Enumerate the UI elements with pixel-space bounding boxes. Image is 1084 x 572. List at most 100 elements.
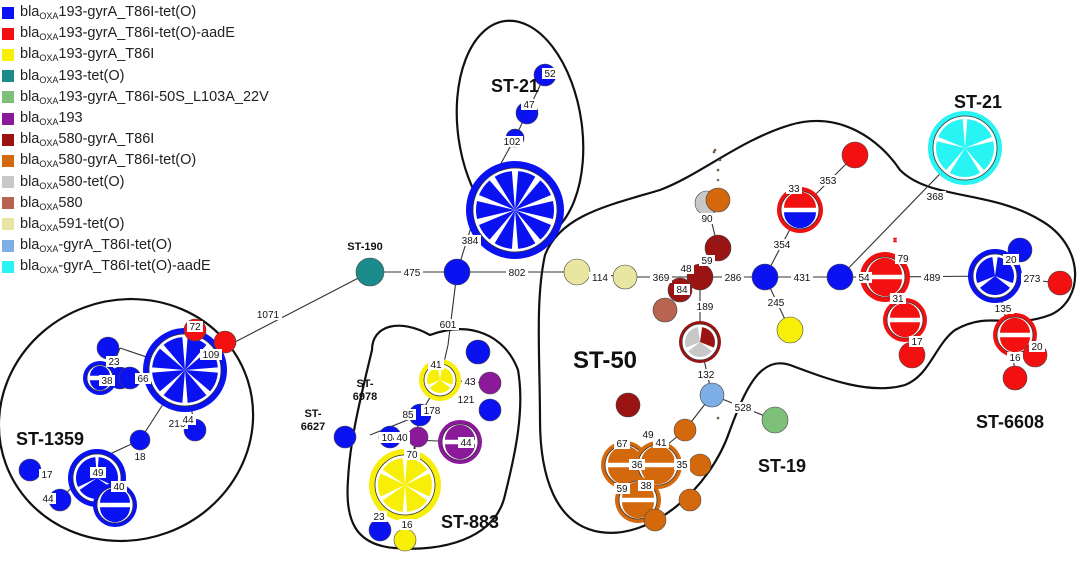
label-bg (428, 359, 444, 370)
isolate-node (407, 426, 429, 448)
isolate-node (612, 264, 638, 290)
edge-label: 40 (113, 482, 125, 493)
edge-label: 104 (382, 433, 399, 444)
legend-swatch (2, 27, 14, 40)
label-bg (40, 493, 56, 504)
isolate-node (678, 488, 702, 512)
label-bg (694, 301, 716, 312)
st50-split-node (777, 187, 823, 233)
legend-swatch (2, 48, 14, 61)
legend-item: blaOXA193-gyrA_T86I (2, 44, 332, 65)
label-bg (437, 319, 459, 330)
st50-mixed-node (679, 321, 721, 363)
legend-swatch (2, 133, 14, 146)
legend-swatch (2, 176, 14, 189)
nodes (18, 63, 1073, 552)
label-bg (678, 263, 694, 274)
isolate-node (1002, 365, 1028, 391)
edge-label: 59 (701, 256, 713, 267)
edge-label: 17 (911, 337, 923, 348)
label-bg (732, 402, 754, 413)
legend-label: blaOXA-gyrA_T86I-tet(O) (20, 237, 172, 255)
label-bg (187, 321, 203, 332)
label-bg (909, 336, 925, 347)
label-bg (650, 272, 672, 283)
label-bg (653, 437, 669, 448)
edge-label: 216 (169, 419, 186, 430)
label-bg (394, 432, 410, 443)
edge (209, 271, 371, 356)
cluster-label: ST-19 (758, 456, 806, 476)
edge-label: 31 (892, 294, 904, 305)
edge-label: 121 (458, 395, 475, 406)
edge-label: 23 (108, 357, 120, 368)
legend-label: blaOXA193-gyrA_T86I (20, 46, 155, 64)
edge-label: 273 (1024, 274, 1041, 285)
edge-label: 431 (794, 273, 811, 284)
edge-label: 85 (402, 410, 414, 421)
isolate-node (776, 316, 804, 344)
isolate-node (716, 178, 720, 182)
isolate-node (718, 158, 722, 162)
label-bg (699, 213, 715, 224)
edge-label: 43 (464, 377, 476, 388)
label-bg (992, 303, 1014, 314)
legend-item: blaOXA193 (2, 108, 332, 129)
legend-swatch (2, 197, 14, 210)
st190-node (355, 257, 385, 287)
edge-label: 368 (927, 192, 944, 203)
isolate-node (478, 398, 502, 422)
label-bg (371, 511, 387, 522)
edge-label: 189 (697, 302, 714, 313)
isolate-node (712, 150, 716, 154)
isolate-node (716, 238, 720, 242)
legend-swatch (2, 70, 14, 83)
label-bg (506, 267, 528, 278)
edge-label: 135 (995, 304, 1012, 315)
edge-label: 72 (189, 322, 201, 333)
edge-label: 20 (1031, 342, 1043, 353)
label-bg (39, 469, 55, 480)
edge-label: 16 (1009, 353, 1021, 364)
edge-label: 601 (440, 320, 457, 331)
cluster-label: ST-6978 (353, 378, 377, 403)
label-bg (99, 375, 115, 386)
label-bg (462, 376, 478, 387)
label-bg (166, 418, 188, 429)
legend-label: blaOXA193-gyrA_T86I-50S_L103A_22V (20, 88, 269, 106)
legend-swatch (2, 260, 14, 273)
legend-label: blaOXA193-gyrA_T86I-tet(O) (20, 4, 197, 22)
isolate-node (465, 339, 491, 365)
legend-item: blaOXA193-gyrA_T86I-50S_L103A_22V (2, 87, 332, 108)
label-bg (132, 451, 148, 462)
label-bg (791, 272, 813, 283)
edge-label: 49 (92, 468, 104, 479)
legend-item: blaOXA-gyrA_T86I-tet(O)-aadE (2, 256, 332, 277)
label-bg (924, 191, 946, 202)
label-bg (640, 429, 656, 440)
isolate-node (673, 418, 697, 442)
edge-label: 1071 (257, 310, 280, 321)
label-bg (421, 405, 443, 416)
edge-label: 354 (774, 240, 791, 251)
cluster-label: ST-50 (573, 347, 637, 374)
label-bg (458, 437, 474, 448)
legend-label: blaOXA580-tet(O) (20, 173, 125, 191)
edge-label: 16 (401, 520, 413, 531)
cluster-label: ST-6608 (976, 412, 1044, 432)
label-bg (111, 481, 127, 492)
legend-label: blaOXA193 (20, 110, 83, 128)
label-bg (455, 394, 477, 405)
legend-label: blaOXA591-tet(O) (20, 215, 125, 233)
isolate-node (841, 141, 869, 169)
label-bg (135, 373, 151, 384)
legend: blaOXA193-gyrA_T86I-tet(O) blaOXA193-gyrA… (2, 2, 332, 277)
multi-isolate-node (634, 441, 682, 489)
edge-label: 84 (676, 285, 688, 296)
label-bg (1029, 341, 1045, 352)
cluster-label: ST-21 (491, 76, 539, 96)
edge-label: 44 (182, 415, 194, 426)
edge-label: 38 (101, 376, 113, 387)
